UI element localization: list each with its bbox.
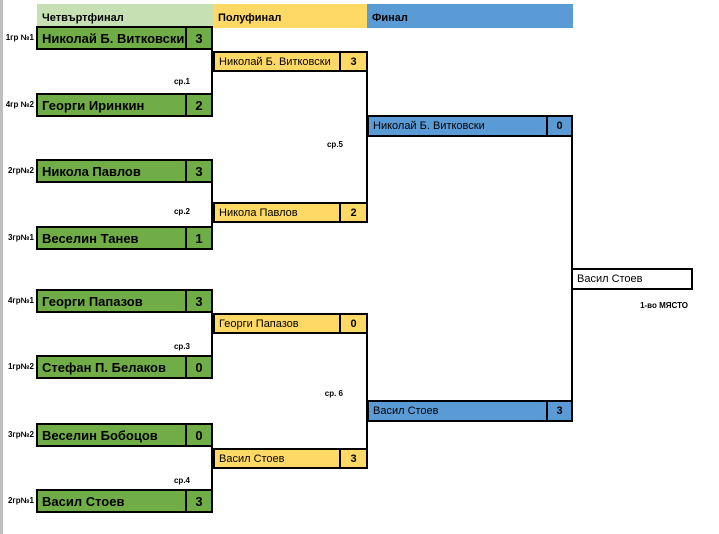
final-player-1[interactable]: Николай Б. Витковски 0 [367, 115, 573, 137]
player-score: 3 [339, 53, 366, 70]
player-score: 0 [185, 425, 211, 445]
player-name: Георги Папазов [219, 317, 299, 330]
final-player-2[interactable]: Васил Стоев 3 [367, 400, 573, 422]
player-score: 3 [546, 402, 571, 420]
player-name: Николай Б. Витковски [219, 55, 331, 68]
player-name: Никола Павлов [42, 163, 141, 179]
connector-line [366, 334, 368, 448]
connector-line [211, 50, 213, 93]
sf-player-4[interactable]: Васил Стоев 3 [213, 448, 368, 469]
seed-label: 2гр№2 [7, 166, 34, 175]
player-name: Георги Иринкин [42, 97, 145, 113]
player-score: 3 [185, 161, 211, 181]
connector-line [211, 447, 213, 489]
connector-line [211, 183, 213, 226]
player-score: 3 [185, 28, 211, 48]
round-header-semifinal: Полуфинал [213, 4, 367, 28]
connector-line [211, 313, 213, 355]
round-header-quarterfinal: Четвъртфинал [37, 4, 213, 28]
player-name: Васил Стоев [42, 493, 125, 509]
player-name: Николай Б. Витковски [373, 120, 485, 132]
match-label-6: ср. 6 [324, 389, 343, 398]
seed-label: 1гр №1 [5, 33, 34, 42]
first-place-caption: 1-во МЯСТО [640, 301, 688, 310]
seed-label: 4гр №2 [5, 100, 34, 109]
player-name: Николай Б. Витковски [42, 30, 185, 46]
player-name: Веселин Танев [42, 230, 139, 246]
player-name: Васил Стоев [373, 405, 439, 417]
sf-player-2[interactable]: Никола Павлов 2 [213, 202, 368, 223]
champion-box[interactable]: Васил Стоев [571, 268, 693, 290]
player-score: 0 [546, 117, 571, 135]
player-name: Георги Папазов [42, 293, 143, 309]
match-label-1: ср.1 [173, 77, 190, 86]
seed-label: 2гр№1 [7, 496, 34, 505]
window-edge [0, 0, 3, 534]
seed-label: 4гр№1 [7, 296, 34, 305]
player-name: Стефан П. Белаков [42, 359, 166, 375]
player-score: 3 [185, 491, 211, 511]
player-score: 0 [339, 315, 366, 332]
player-score: 3 [185, 291, 211, 311]
player-score: 2 [185, 95, 211, 115]
match-label-2: ср.2 [173, 207, 190, 216]
seed-label: 1гр№2 [7, 362, 34, 371]
player-name: Никола Павлов [219, 206, 298, 219]
qf-player-1[interactable]: Николай Б. Витковски 3 [36, 26, 213, 50]
qf-player-8[interactable]: Васил Стоев 3 [36, 489, 213, 513]
match-label-4: ср.4 [173, 476, 190, 485]
qf-player-3[interactable]: Никола Павлов 3 [36, 159, 213, 183]
qf-player-4[interactable]: Веселин Танев 1 [36, 226, 213, 250]
sf-player-1[interactable]: Николай Б. Витковски 3 [213, 51, 368, 72]
seed-label: 3гр№1 [7, 233, 34, 242]
qf-player-5[interactable]: Георги Папазов 3 [36, 289, 213, 313]
round-header-final: Финал [367, 4, 573, 28]
connector-line [366, 72, 368, 202]
player-score: 2 [339, 204, 366, 221]
champion-name: Васил Стоев [577, 273, 643, 285]
qf-player-2[interactable]: Георги Иринкин 2 [36, 93, 213, 117]
player-score: 0 [185, 357, 211, 377]
sf-player-3[interactable]: Георги Папазов 0 [213, 313, 368, 334]
match-label-5: ср.5 [326, 140, 343, 149]
qf-player-7[interactable]: Веселин Бобоцов 0 [36, 423, 213, 447]
player-name: Васил Стоев [219, 452, 285, 465]
seed-label: 3гр№2 [7, 430, 34, 439]
match-label-3: ср.3 [173, 342, 190, 351]
qf-player-6[interactable]: Стефан П. Белаков 0 [36, 355, 213, 379]
player-score: 1 [185, 228, 211, 248]
player-name: Веселин Бобоцов [42, 427, 158, 443]
player-score: 3 [339, 450, 366, 467]
